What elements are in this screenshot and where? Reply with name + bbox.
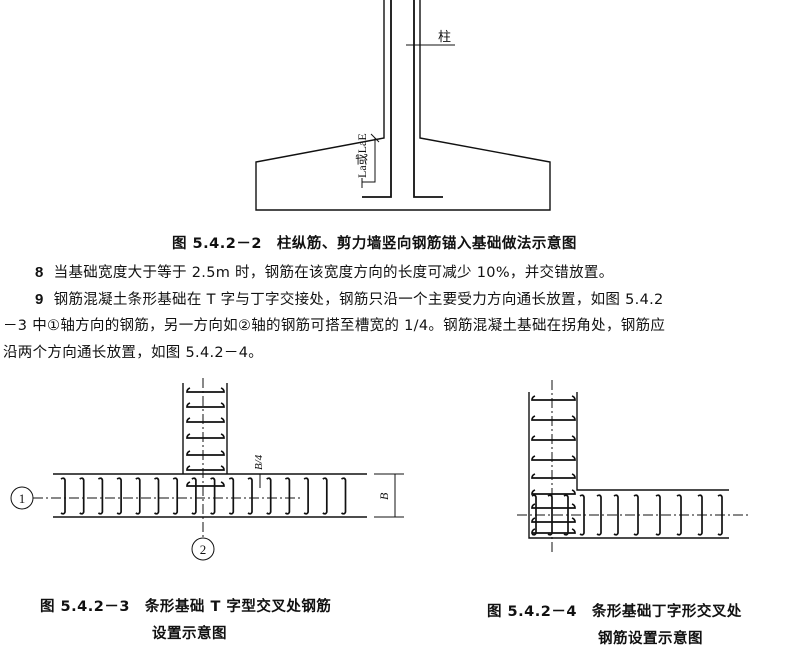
axis-2-bubble <box>191 537 215 561</box>
stirrup <box>633 494 639 536</box>
dim-B4-label: B/4 <box>253 454 265 470</box>
stirrup <box>172 477 179 515</box>
figure-5-4-2-4-caption-line2: 钢筋设置示意图 <box>598 631 703 647</box>
axis-1-bubble <box>10 486 34 510</box>
stirrup <box>531 395 576 401</box>
item-number: 9 <box>35 291 44 308</box>
paragraph-9: 9 钢筋混凝土条形基础在 T 字与丁字交接处，钢筋只沿一个主要受力方向通长放置，如… <box>35 288 664 309</box>
stirrup <box>613 494 619 536</box>
paragraph-8: 8 当基础宽度大于等于 2.5m 时，钢筋在该宽度方向的长度可减少 10%，并交错… <box>35 261 614 282</box>
stirrup <box>717 494 723 536</box>
stirrup <box>116 477 122 515</box>
stirrup <box>563 494 569 536</box>
stirrup <box>676 494 682 536</box>
stirrup <box>531 473 576 479</box>
paragraph-9-cont: 沿两个方向通长放置，如图 5.4.2－4。 <box>3 341 263 362</box>
stirrup <box>228 477 235 515</box>
stirrup <box>191 477 197 515</box>
stirrup <box>247 477 253 515</box>
t-junction-diagram: 1 2 B B/4 <box>10 378 404 561</box>
stirrup <box>547 494 553 536</box>
stirrup <box>186 433 225 439</box>
stirrup <box>531 415 576 421</box>
paragraph-text: －3 中①轴方向的钢筋，另一方向如②轴的钢筋可搭至槽宽的 1/4。钢筋混凝土基础… <box>3 318 666 334</box>
stirrup <box>97 477 104 515</box>
stirrup <box>186 450 225 456</box>
stirrup <box>596 494 602 536</box>
stirrup <box>579 494 585 536</box>
stirrup <box>154 477 160 515</box>
stirrup <box>341 477 347 515</box>
stirrup <box>531 489 576 495</box>
figure-5-4-2-3-caption: 图 5.4.2－3 条形基础 T 字型交叉处钢筋 <box>40 599 332 615</box>
stirrup <box>531 455 576 461</box>
stirrup <box>186 465 225 471</box>
axis-1-label: 1 <box>19 491 26 506</box>
foundation-outline <box>255 0 551 211</box>
stirrup <box>322 477 328 515</box>
corner-junction-diagram <box>517 380 748 555</box>
paragraph-text: 钢筋混凝土条形基础在 T 字与丁字交接处，钢筋只沿一个主要受力方向通长放置，如图… <box>53 292 664 308</box>
corner-outline <box>576 392 729 491</box>
dim-B-label: B <box>377 492 391 500</box>
anchor-dimension <box>362 138 376 183</box>
stirrup <box>531 517 576 523</box>
stirrup <box>531 494 537 536</box>
anchor-length-label: La或LaE <box>355 133 369 178</box>
stirrup <box>135 477 141 515</box>
item-number: 8 <box>35 264 44 281</box>
stirrup <box>531 528 576 534</box>
figure-5-4-2-3-caption-line2: 设置示意图 <box>152 626 227 642</box>
corner-outline <box>528 392 729 539</box>
rebar-right <box>413 0 443 198</box>
figure-5-4-2-4-caption: 图 5.4.2－4 条形基础丁字形交叉处 <box>487 604 742 620</box>
axis-2-label: 2 <box>200 542 207 557</box>
paragraph-text: 沿两个方向通长放置，如图 5.4.2－4。 <box>3 345 264 361</box>
stirrup <box>186 481 225 487</box>
column-label: 柱 <box>438 29 451 44</box>
dim-tick <box>370 133 380 143</box>
stirrup <box>79 477 85 515</box>
stirrup <box>697 494 703 536</box>
stirrup <box>60 477 66 515</box>
paragraph-text: 当基础宽度大于等于 2.5m 时，钢筋在该宽度方向的长度可减少 10%，并交错放… <box>53 265 614 281</box>
stirrup <box>266 477 272 515</box>
column-foundation-diagram: 柱 La或LaE <box>255 0 551 211</box>
rebar-left <box>362 0 392 198</box>
stirrup <box>186 402 225 408</box>
figure-5-4-2-2-caption: 图 5.4.2－2 柱纵筋、剪力墙竖向钢筋锚入基础做法示意图 <box>172 236 577 252</box>
stirrup <box>186 417 225 423</box>
stirrup <box>531 435 576 441</box>
stirrup <box>284 477 291 515</box>
stirrup <box>303 477 309 515</box>
stirrup <box>531 503 576 509</box>
paragraph-9-cont: －3 中①轴方向的钢筋，另一方向如②轴的钢筋可搭至槽宽的 1/4。钢筋混凝土基础… <box>3 314 665 335</box>
stirrup <box>210 477 216 515</box>
stirrup <box>655 494 661 536</box>
stirrup <box>186 387 225 393</box>
